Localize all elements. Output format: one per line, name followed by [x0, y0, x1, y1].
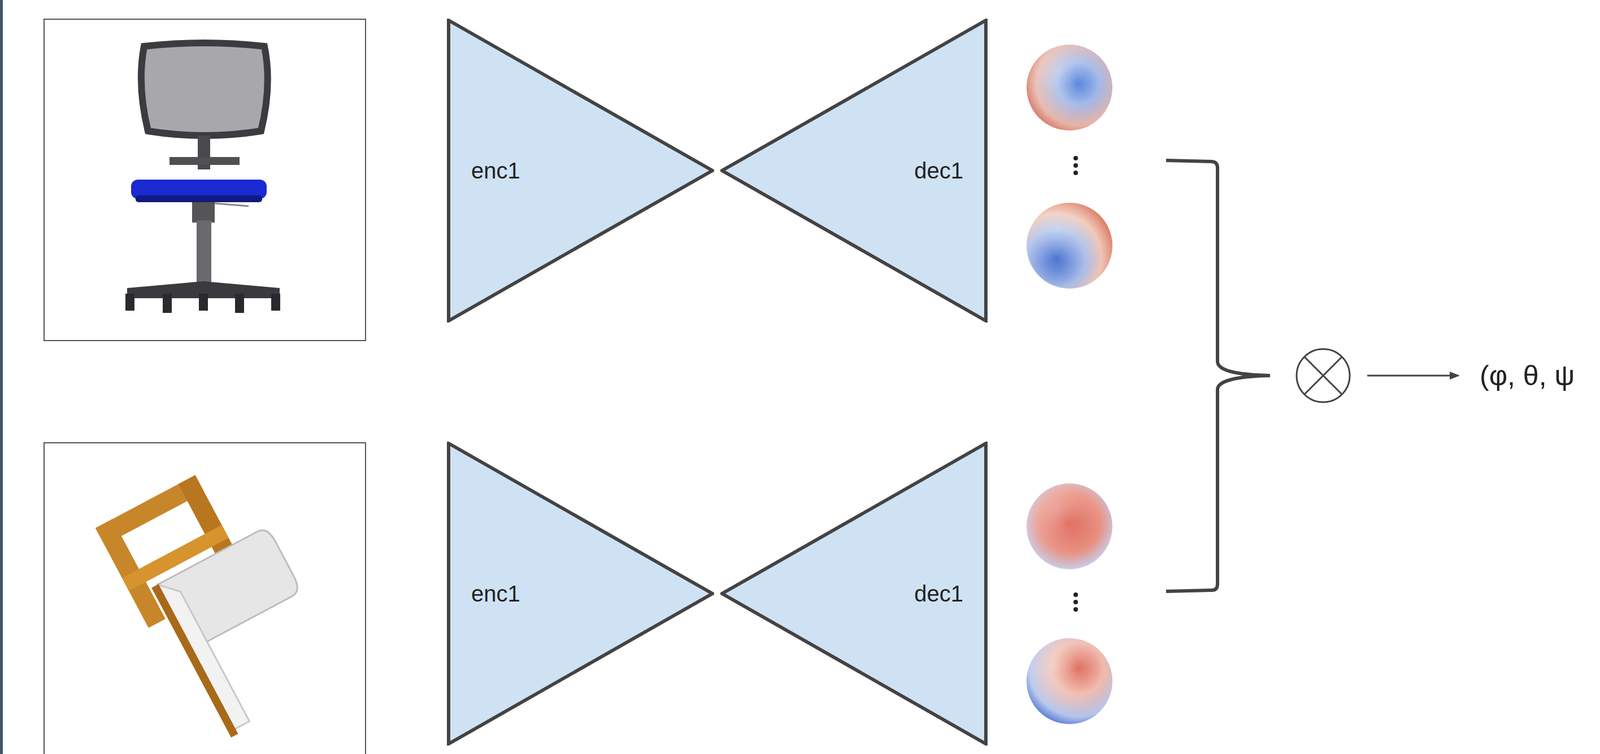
module-label: enc1	[471, 580, 521, 608]
module-label: dec1	[914, 580, 964, 608]
encoder-triangle: enc1	[446, 18, 715, 323]
output-label: (φ, θ, ψ	[1479, 358, 1575, 393]
decoder-triangle: dec1	[720, 18, 988, 323]
module-label: enc1	[471, 157, 521, 185]
encoder-triangle: enc1	[446, 441, 715, 746]
decoder-triangle: dec1	[720, 441, 988, 746]
module-label: dec1	[914, 157, 964, 185]
